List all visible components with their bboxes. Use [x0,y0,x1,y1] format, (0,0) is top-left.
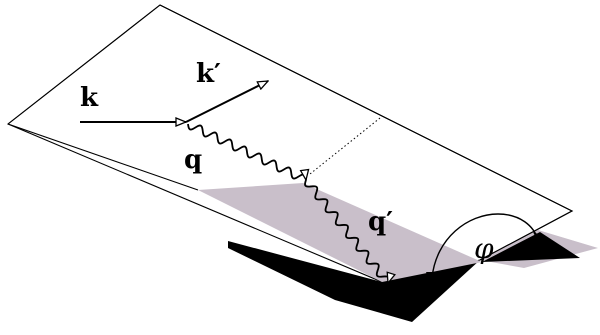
label-q: q [184,145,202,175]
phi-arrowhead-right [533,232,543,246]
label-q-prime: q′ [368,207,393,237]
hadron-plane [198,183,482,282]
hadron-plane-shadow-left [228,241,480,322]
hadron-plane-shadow-right [482,232,580,262]
intersection-dotted-line [309,117,381,175]
outgoing-electron-line [185,80,268,123]
label-k: k [80,83,99,113]
lepton-plane-edge-left [7,4,161,125]
phi-angle-arc [431,213,539,279]
virtual-photon-q [187,123,306,180]
lepton-plane-edge-bottom [7,123,199,191]
label-k-prime: k′ [196,59,221,89]
label-phi: φ [474,232,494,265]
phi-arrowhead-left [426,272,438,284]
real-photon-q-prime [304,179,389,283]
lepton-plane-edge [159,4,574,261]
